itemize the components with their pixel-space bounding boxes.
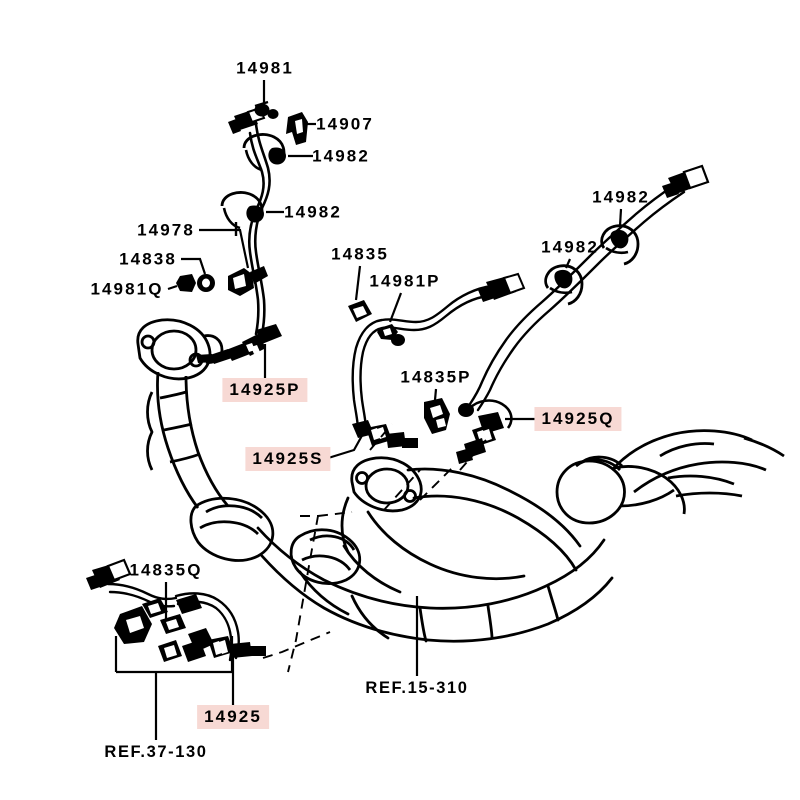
part-number-label[interactable]: 14925Q <box>534 407 622 431</box>
part-14925s-sensor <box>352 420 418 448</box>
part-number-label[interactable]: 14925S <box>245 447 331 471</box>
part-14978-grommet <box>228 266 268 296</box>
part-14981p-nut <box>377 324 398 340</box>
part-number-label[interactable]: 14925 <box>197 705 269 729</box>
part-14982-clamp-a <box>242 133 286 172</box>
part-number-label[interactable]: 14925P <box>222 378 308 402</box>
part-number-label[interactable]: 14978 <box>137 220 195 240</box>
leader-lines <box>114 80 623 740</box>
part-number-label[interactable]: 14981P <box>369 271 441 291</box>
part-number-label[interactable]: 14982 <box>592 187 650 207</box>
right-pipe-flange <box>555 442 743 525</box>
center-harness-connector <box>478 272 526 302</box>
part-number-label[interactable]: 14838 <box>119 249 177 269</box>
catalytic-converter-body <box>340 456 582 594</box>
part-14835-bracket <box>348 300 372 322</box>
part-14981-bolt <box>254 100 279 119</box>
rear-harness-connector <box>86 558 132 590</box>
part-14925q-sensor <box>456 399 513 464</box>
downpipe-collar <box>189 496 275 562</box>
part-14982-clamp-b <box>220 191 264 236</box>
part-14982-clamp-c <box>600 224 640 266</box>
reference-label[interactable]: REF.37-130 <box>104 742 208 761</box>
part-14981q-nut <box>176 274 196 292</box>
right-sensor-harness <box>468 182 686 412</box>
part-number-label[interactable]: 14982 <box>284 202 342 222</box>
part-number-label[interactable]: 14835Q <box>129 560 203 580</box>
center-harness-anchor <box>391 334 405 346</box>
part-14835p-bracket <box>424 398 450 434</box>
part-number-label[interactable]: 14835 <box>331 244 389 264</box>
part-number-label[interactable]: 14982 <box>541 237 599 257</box>
part-14982-clamp-d <box>544 264 584 306</box>
left-downpipe <box>146 371 230 509</box>
upper-right-pipe-stub <box>610 429 785 494</box>
part-14838-washer <box>197 274 215 292</box>
part-number-label[interactable]: 14835P <box>400 367 472 387</box>
part-number-label[interactable]: 14982 <box>312 146 370 166</box>
left-exhaust-flange <box>136 318 224 381</box>
right-harness-connector <box>662 164 710 198</box>
reference-label[interactable]: REF.15-310 <box>365 678 469 697</box>
dashed-section-lines <box>262 423 487 673</box>
part-number-label[interactable]: 14981Q <box>90 279 164 299</box>
part-number-label[interactable]: 14981 <box>236 58 294 78</box>
part-number-label[interactable]: 14907 <box>316 114 374 134</box>
part-14925-sensor <box>182 628 266 662</box>
part-14907-clip <box>286 112 308 145</box>
